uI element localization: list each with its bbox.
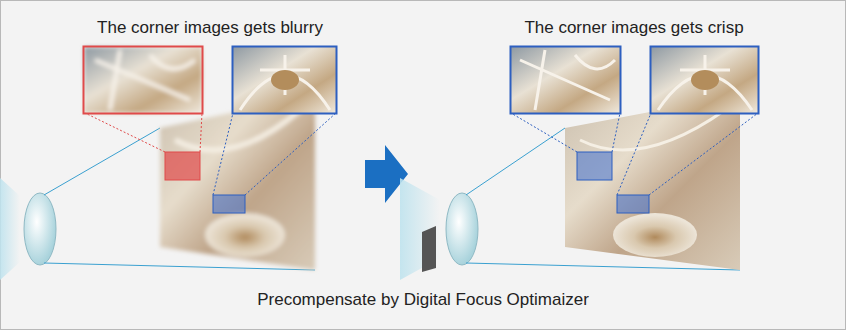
panel-heading: The corner images gets blurry	[97, 18, 323, 38]
caption: Precompensate by Digital Focus Optimaize…	[257, 290, 589, 310]
panel-heading: The corner images gets crisp	[524, 18, 743, 38]
